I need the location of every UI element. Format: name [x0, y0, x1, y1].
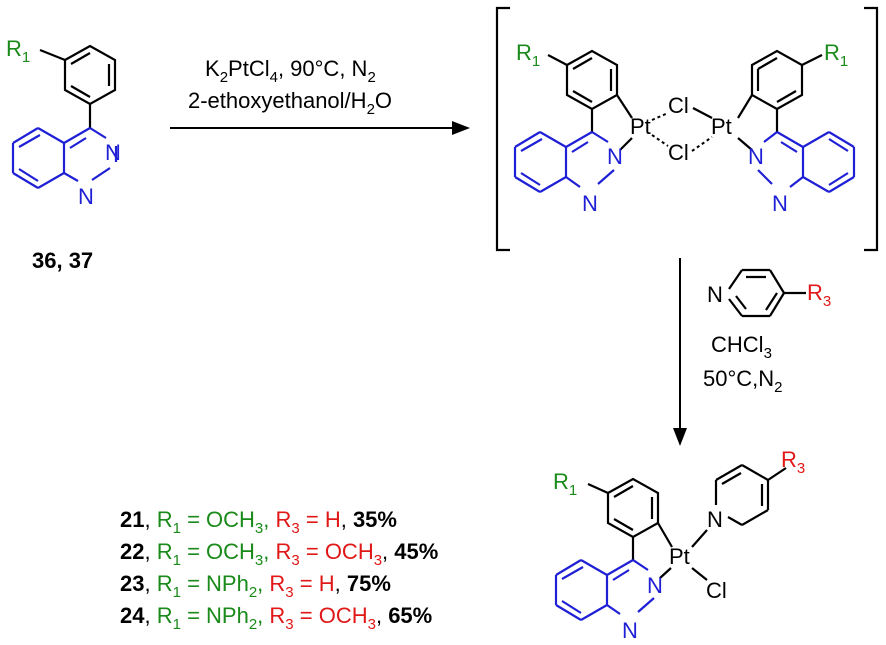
cl-atom: Cl	[668, 140, 689, 165]
product-line-22: 22, R1 = OCH3, R3 = OCH3, 45%	[120, 539, 438, 569]
dimer-bracket	[495, 6, 879, 252]
cl-atom: Cl	[668, 93, 689, 118]
cl-atom: Cl	[706, 578, 727, 603]
product-line-21: 21, R1 = OCH3, R3 = H, 35%	[120, 507, 397, 537]
solvent-label: CHCl3	[711, 332, 772, 362]
n-atom: N	[582, 191, 598, 216]
phenyl-ring	[63, 44, 117, 106]
product-line-23: 23, R1 = NPh2, R3 = H, 75%	[120, 571, 391, 601]
reagent-line-1: K2PtCl4, 90°C, N2	[205, 56, 376, 86]
r1-label: R1	[553, 469, 577, 499]
product-line-24: 24, R1 = NPh2, R3 = OCH3, 65%	[120, 603, 432, 633]
n-atom: N	[622, 618, 638, 643]
product-list: 21, R1 = OCH3, R3 = H, 35% 22, R1 = OCH3…	[120, 507, 438, 633]
pyridine-reagent: N R3	[707, 268, 831, 318]
n-atom: N	[105, 140, 121, 165]
pt-atom: Pt	[711, 114, 732, 139]
arrow-head	[452, 121, 470, 135]
product-complex: R1 Pt Cl N R3 N N	[553, 447, 805, 643]
conditions-label: 50°C,N2	[703, 366, 783, 396]
n-atom: N	[707, 507, 723, 532]
dimer-right-half: Pt R1 N N	[711, 40, 856, 216]
dimer-left-half: R1 Pt N N	[513, 40, 651, 216]
n-atom: N	[607, 144, 623, 169]
chloride-bridge: Cl Cl	[651, 93, 713, 165]
r3-label: R3	[781, 447, 805, 477]
pt-atom: Pt	[669, 544, 690, 569]
pt-atom: Pt	[630, 114, 651, 139]
n-atom: N	[748, 144, 764, 169]
r1-label: R1	[824, 40, 848, 70]
arrow-head	[673, 428, 687, 446]
reagent-line-2: 2-ethoxyethanol/H2O	[188, 88, 392, 118]
r3-label: R3	[807, 280, 831, 310]
r1-label: R1	[516, 40, 540, 70]
n-atom: N	[707, 282, 723, 307]
r1-label: R1	[6, 36, 30, 66]
starting-material: R1 N N	[6, 36, 121, 209]
quinazoline: N N	[11, 127, 121, 209]
n-atom: N	[647, 573, 663, 598]
n-atom: N	[78, 184, 94, 209]
starting-material-label: 36, 37	[32, 248, 93, 273]
n-atom: N	[772, 191, 788, 216]
